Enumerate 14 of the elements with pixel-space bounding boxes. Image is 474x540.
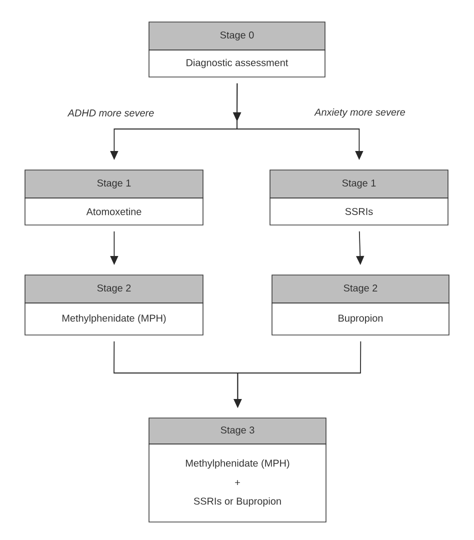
stage-box: Stage 2 Methylphenidate (MPH) <box>24 274 204 336</box>
node-label: SSRIs <box>345 208 373 216</box>
stage-box: Stage 2 Bupropion <box>272 274 450 336</box>
node-label: Diagnostic assessment <box>186 58 288 68</box>
node-label: Atomoxetine <box>86 208 142 216</box>
stage-box: Stage 0 Diagnostic assessment <box>148 22 326 78</box>
node-label: Stage 3 <box>220 426 254 436</box>
stage-box: Stage 1 SSRIs <box>270 170 448 226</box>
node-label: Stage 2 <box>97 284 131 294</box>
edge-label: Anxiety more severe <box>314 108 406 118</box>
stage-box: Stage 1 Atomoxetine <box>24 170 204 226</box>
stage-box: Stage 3 Methylphenidate (MPH) + SSRIs or Bupropion <box>148 418 326 522</box>
edge-label: ADHD more severe <box>67 110 154 116</box>
node-label: Stage 2 <box>344 284 378 294</box>
